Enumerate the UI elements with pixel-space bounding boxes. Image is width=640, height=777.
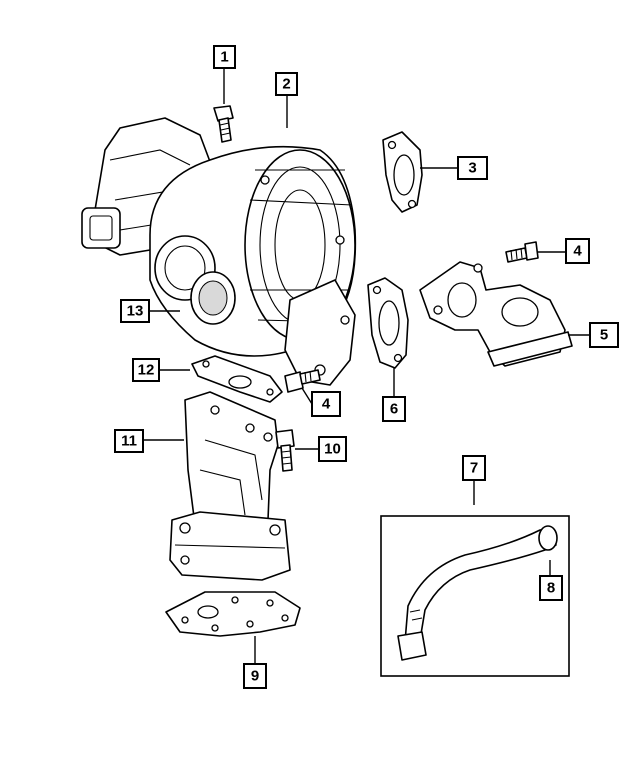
- callout-13: 13: [120, 299, 150, 323]
- callout-7-label: 7: [470, 460, 478, 477]
- part-11-bracket: [169, 391, 291, 581]
- callout-4-upper-label: 4: [573, 243, 582, 260]
- callout-1: 1: [213, 45, 236, 69]
- part-7-frame: [380, 515, 570, 677]
- turbocharger-assembly: [81, 117, 357, 386]
- callout-6-label: 6: [390, 401, 398, 418]
- callout-1-label: 1: [220, 49, 228, 66]
- part-8-tube: [397, 525, 558, 661]
- callout-3-label: 3: [468, 160, 476, 177]
- callout-13-label: 13: [127, 303, 144, 320]
- part-1-bolt: [213, 105, 234, 143]
- part-5-exhaust-elbow: [419, 261, 573, 367]
- callout-4-lower: 4: [311, 391, 341, 417]
- part-3-gasket: [382, 131, 423, 213]
- callout-12: 12: [132, 358, 160, 382]
- callout-2-label: 2: [282, 76, 290, 93]
- callout-10: 10: [318, 436, 347, 462]
- callout-8-label: 8: [547, 580, 555, 597]
- part-4-upper-bolt: [505, 241, 539, 263]
- callout-10-label: 10: [324, 441, 341, 458]
- part-6-gasket: [367, 277, 409, 369]
- part-4-lower-bolt: [284, 369, 321, 393]
- part-10-bolt: [275, 429, 295, 472]
- leader-lines: [143, 68, 590, 664]
- callout-5: 5: [589, 322, 619, 348]
- callout-7: 7: [462, 455, 486, 481]
- callout-2: 2: [275, 72, 298, 96]
- callout-5-label: 5: [600, 327, 608, 344]
- callout-3: 3: [457, 156, 488, 180]
- callout-9-label: 9: [251, 668, 259, 685]
- callout-12-label: 12: [138, 362, 155, 379]
- callout-4-lower-label: 4: [322, 396, 331, 413]
- part-9-gasket: [165, 591, 301, 637]
- callout-8: 8: [539, 575, 563, 601]
- callout-4-upper: 4: [565, 238, 590, 264]
- callout-9: 9: [243, 663, 267, 689]
- callout-6: 6: [382, 396, 406, 422]
- part-12-gasket: [191, 355, 283, 403]
- callout-11-label: 11: [121, 433, 137, 450]
- callout-11: 11: [114, 429, 144, 453]
